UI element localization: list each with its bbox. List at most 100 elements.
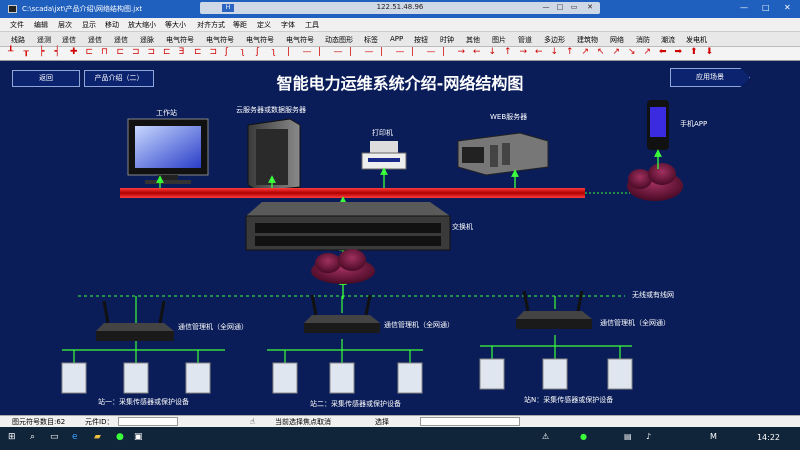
tab-fire[interactable]: 消防 — [636, 36, 650, 44]
symbol-tool[interactable]: ┥ — [54, 47, 60, 57]
symbol-tool[interactable]: | — [380, 47, 384, 57]
tab-image[interactable]: 图片 — [492, 36, 506, 44]
symbol-tool[interactable]: ʃ — [256, 47, 260, 57]
tab-telesignal-1[interactable]: 遥信 — [62, 36, 76, 44]
symbol-tool[interactable]: | — [411, 47, 415, 57]
tab-telesignal-3[interactable]: 遥信 — [114, 36, 128, 44]
tab-generator[interactable]: 发电机 — [686, 36, 707, 44]
tab-clock[interactable]: 时钟 — [440, 36, 454, 44]
element-id-field[interactable] — [118, 417, 178, 426]
tab-polygon[interactable]: 多边形 — [544, 36, 565, 44]
product-intro-button[interactable]: 产品介绍（二） — [84, 70, 154, 87]
symbol-tool[interactable]: | — [349, 47, 353, 57]
symbol-tool[interactable]: ✚ — [70, 47, 78, 57]
tab-building[interactable]: 建筑物 — [577, 36, 598, 44]
symbol-tool[interactable]: ┸ — [8, 47, 14, 57]
app-green-icon[interactable]: ● — [116, 432, 124, 442]
tab-other[interactable]: 其他 — [466, 36, 480, 44]
tab-line[interactable]: 线路 — [11, 36, 25, 44]
symbol-tool[interactable]: ⬆ — [690, 47, 698, 57]
volume-icon[interactable]: ♪ — [646, 432, 652, 441]
menu-equal-size[interactable]: 等大小 — [165, 21, 186, 29]
symbol-tool[interactable]: — — [302, 47, 312, 57]
symbol-tool[interactable]: ⊏ — [85, 47, 94, 57]
symbol-tool[interactable]: ʃ — [225, 47, 229, 57]
search-icon[interactable]: ⌕ — [30, 432, 36, 442]
tab-power-flow[interactable]: 潮流 — [661, 36, 675, 44]
maximize-button[interactable]: □ — [762, 3, 770, 12]
notification-icon[interactable]: ⚠ — [542, 432, 550, 441]
status-field[interactable] — [420, 417, 520, 426]
menu-zoom[interactable]: 放大缩小 — [128, 21, 156, 29]
menu-font[interactable]: 字体 — [281, 21, 295, 29]
symbol-tool[interactable]: ↓ — [488, 47, 497, 57]
symbol-tool[interactable]: ↗ — [581, 47, 590, 57]
symbol-tool[interactable]: ʅ — [271, 47, 276, 57]
explorer-icon[interactable]: ▰ — [94, 432, 101, 442]
symbol-tool[interactable]: ⊏ — [163, 47, 171, 57]
menu-view[interactable]: 显示 — [82, 21, 96, 29]
symbol-tool[interactable]: ⊏ — [116, 47, 125, 57]
symbol-tool[interactable]: ⊓ — [101, 47, 109, 57]
tab-telesignal-2[interactable]: 遥信 — [88, 36, 102, 44]
symbol-tool[interactable]: ⬇ — [705, 47, 714, 57]
symbol-tool[interactable]: ↑ — [566, 47, 574, 57]
tab-electric-symbol-2[interactable]: 电气符号 — [206, 36, 234, 44]
task-view-icon[interactable]: ▭ — [50, 432, 59, 442]
remote-minimize-button[interactable]: — — [542, 3, 550, 11]
tab-app[interactable]: APP — [390, 35, 404, 43]
menu-layer[interactable]: 层次 — [58, 21, 72, 29]
symbol-tool[interactable]: ↓ — [550, 47, 559, 57]
symbol-tool[interactable]: ⊐ — [147, 47, 156, 57]
tray-app-icon[interactable]: ● — [580, 432, 587, 441]
edge-icon[interactable]: e — [72, 432, 78, 442]
remote-fullscreen-button[interactable]: ▭ — [570, 3, 578, 11]
symbol-tool[interactable]: ⊐ — [132, 47, 140, 57]
symbol-tool[interactable]: ↗ — [612, 47, 621, 57]
close-button[interactable]: ✕ — [784, 3, 791, 12]
menu-define[interactable]: 定义 — [257, 21, 271, 29]
back-button[interactable]: 返回 — [12, 70, 80, 87]
symbol-tool[interactable]: — — [364, 47, 374, 57]
symbol-tool[interactable]: ← — [473, 47, 481, 57]
symbol-tool[interactable]: ↗ — [643, 47, 652, 57]
menu-tools[interactable]: 工具 — [305, 21, 319, 29]
ime-mode[interactable]: M — [710, 432, 717, 441]
tab-label[interactable]: 标签 — [364, 36, 378, 44]
remote-close-button[interactable]: ✕ — [587, 3, 593, 11]
symbol-tool[interactable]: → — [457, 47, 466, 57]
tab-telemetry[interactable]: 遥测 — [37, 36, 51, 44]
symbol-tool[interactable]: ➡ — [674, 47, 683, 57]
symbol-tool[interactable]: — — [333, 47, 343, 57]
menu-move[interactable]: 移动 — [105, 21, 119, 29]
menu-spacing[interactable]: 等距 — [233, 21, 247, 29]
symbol-tool[interactable]: | — [287, 47, 291, 57]
symbol-tool[interactable]: — — [426, 47, 436, 57]
symbol-tool[interactable]: ← — [535, 47, 543, 57]
minimize-button[interactable]: — — [740, 3, 748, 12]
application-scene-button[interactable]: 应用场景 — [670, 68, 750, 87]
symbol-tool[interactable]: ⊐ — [209, 47, 218, 57]
symbol-tool[interactable]: ↖ — [597, 47, 605, 57]
menu-file[interactable]: 文件 — [10, 21, 24, 29]
tab-electric-symbol-4[interactable]: 电气符号 — [286, 36, 314, 44]
symbol-tool[interactable]: ┝ — [39, 47, 45, 57]
scada-app-icon[interactable]: ▣ — [134, 432, 143, 442]
menu-align[interactable]: 对齐方式 — [197, 21, 225, 29]
remote-session-bar[interactable]: H 122.51.48.96 — □ ▭ ✕ — [200, 2, 600, 14]
symbol-tool[interactable]: ↘ — [628, 47, 636, 57]
symbol-tool[interactable]: ⬅ — [659, 47, 667, 57]
symbol-tool[interactable]: — — [395, 47, 405, 57]
tab-electric-symbol-3[interactable]: 电气符号 — [246, 36, 274, 44]
symbol-tool[interactable]: | — [442, 47, 446, 57]
remote-restore-button[interactable]: □ — [556, 3, 564, 11]
tab-electric-symbol-1[interactable]: 电气符号 — [166, 36, 194, 44]
taskbar-clock[interactable]: 14:22 — [756, 433, 780, 442]
menu-edit[interactable]: 编辑 — [34, 21, 48, 29]
start-icon[interactable]: ⊞ — [8, 432, 16, 442]
symbol-tool[interactable]: ʅ — [240, 47, 245, 57]
symbol-tool[interactable]: → — [519, 47, 528, 57]
tab-button[interactable]: 按钮 — [414, 36, 428, 44]
tab-pipe[interactable]: 管道 — [518, 36, 532, 44]
symbol-tool[interactable]: ∃ — [178, 47, 185, 57]
